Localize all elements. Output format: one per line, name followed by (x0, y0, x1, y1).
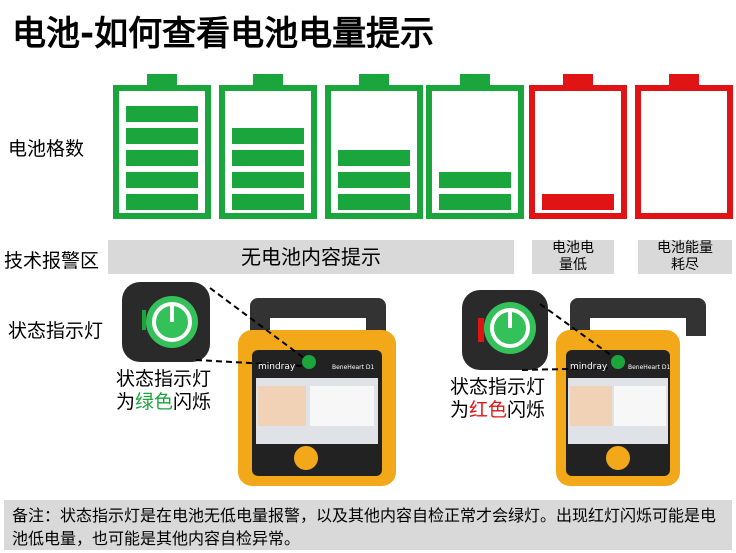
battery-bar (439, 172, 511, 188)
battery-bar (542, 194, 614, 210)
battery-cap (147, 74, 177, 86)
battery-body (635, 85, 733, 219)
page-title: 电池-如何查看电池电量提示 (12, 14, 435, 54)
device-model-right: BeneHeart D1 (628, 364, 671, 371)
battery-bar (126, 150, 198, 166)
battery-grid-label: 电池格数 (8, 138, 85, 160)
status-light-label: 状态指示灯 (8, 320, 104, 342)
alarm-none-box: 无电池内容提示 (108, 240, 514, 274)
device-model-left: BeneHeart D1 (332, 364, 375, 371)
alarm-empty-box: 电池能量 耗尽 (638, 240, 732, 274)
defibrillator-device-right (556, 298, 706, 486)
battery-body (219, 85, 317, 219)
battery-body (113, 85, 211, 219)
alarm-empty-line1: 电池能量 (657, 240, 713, 256)
alarm-low-line1: 电池电 (552, 240, 594, 256)
battery-cap (563, 74, 593, 86)
battery-body (325, 85, 423, 219)
battery-bar (338, 150, 410, 166)
battery-icon (426, 74, 524, 219)
battery-bar (126, 106, 198, 122)
caption-red: 状态指示灯 为红色闪烁 (450, 376, 546, 421)
battery-cap (669, 74, 699, 86)
device-brand-right: mindray (570, 362, 608, 372)
caption-green-color: 绿色 (135, 391, 174, 413)
battery-bar (126, 128, 198, 144)
battery-icon (635, 74, 733, 219)
caption-red-color: 红色 (469, 399, 508, 421)
battery-cap (460, 74, 490, 86)
battery-bar (232, 172, 304, 188)
tech-alarm-label: 技术报警区 (4, 250, 100, 272)
note-box: 备注：状态指示灯是在电池无低电量报警，以及其他内容自检正常才会绿灯。出现红灯闪烁… (4, 500, 732, 550)
status-indicator-illustration (122, 282, 706, 486)
battery-bar (439, 194, 511, 210)
battery-icon (325, 74, 423, 219)
battery-icon (113, 74, 211, 219)
battery-bar (338, 194, 410, 210)
caption-green: 状态指示灯 为绿色闪烁 (116, 368, 212, 413)
defibrillator-device-left (238, 298, 396, 486)
battery-body (529, 85, 627, 219)
alarm-low-box: 电池电 量低 (532, 240, 614, 274)
device-brand-left: mindray (258, 362, 296, 372)
battery-bar (232, 128, 304, 144)
battery-bar (232, 194, 304, 210)
battery-bar (126, 172, 198, 188)
alarm-empty-line2: 耗尽 (671, 257, 699, 273)
battery-bar (126, 194, 198, 210)
battery-icon (219, 74, 317, 219)
alarm-low-line2: 量低 (559, 257, 587, 273)
battery-bar (338, 172, 410, 188)
power-button-red (462, 290, 548, 370)
power-button-green (122, 282, 210, 362)
alarm-none-text: 无电池内容提示 (241, 245, 381, 269)
battery-body (426, 85, 524, 219)
battery-cap (359, 74, 389, 86)
battery-icon (529, 74, 627, 219)
battery-cap (253, 74, 283, 86)
battery-bar (232, 150, 304, 166)
